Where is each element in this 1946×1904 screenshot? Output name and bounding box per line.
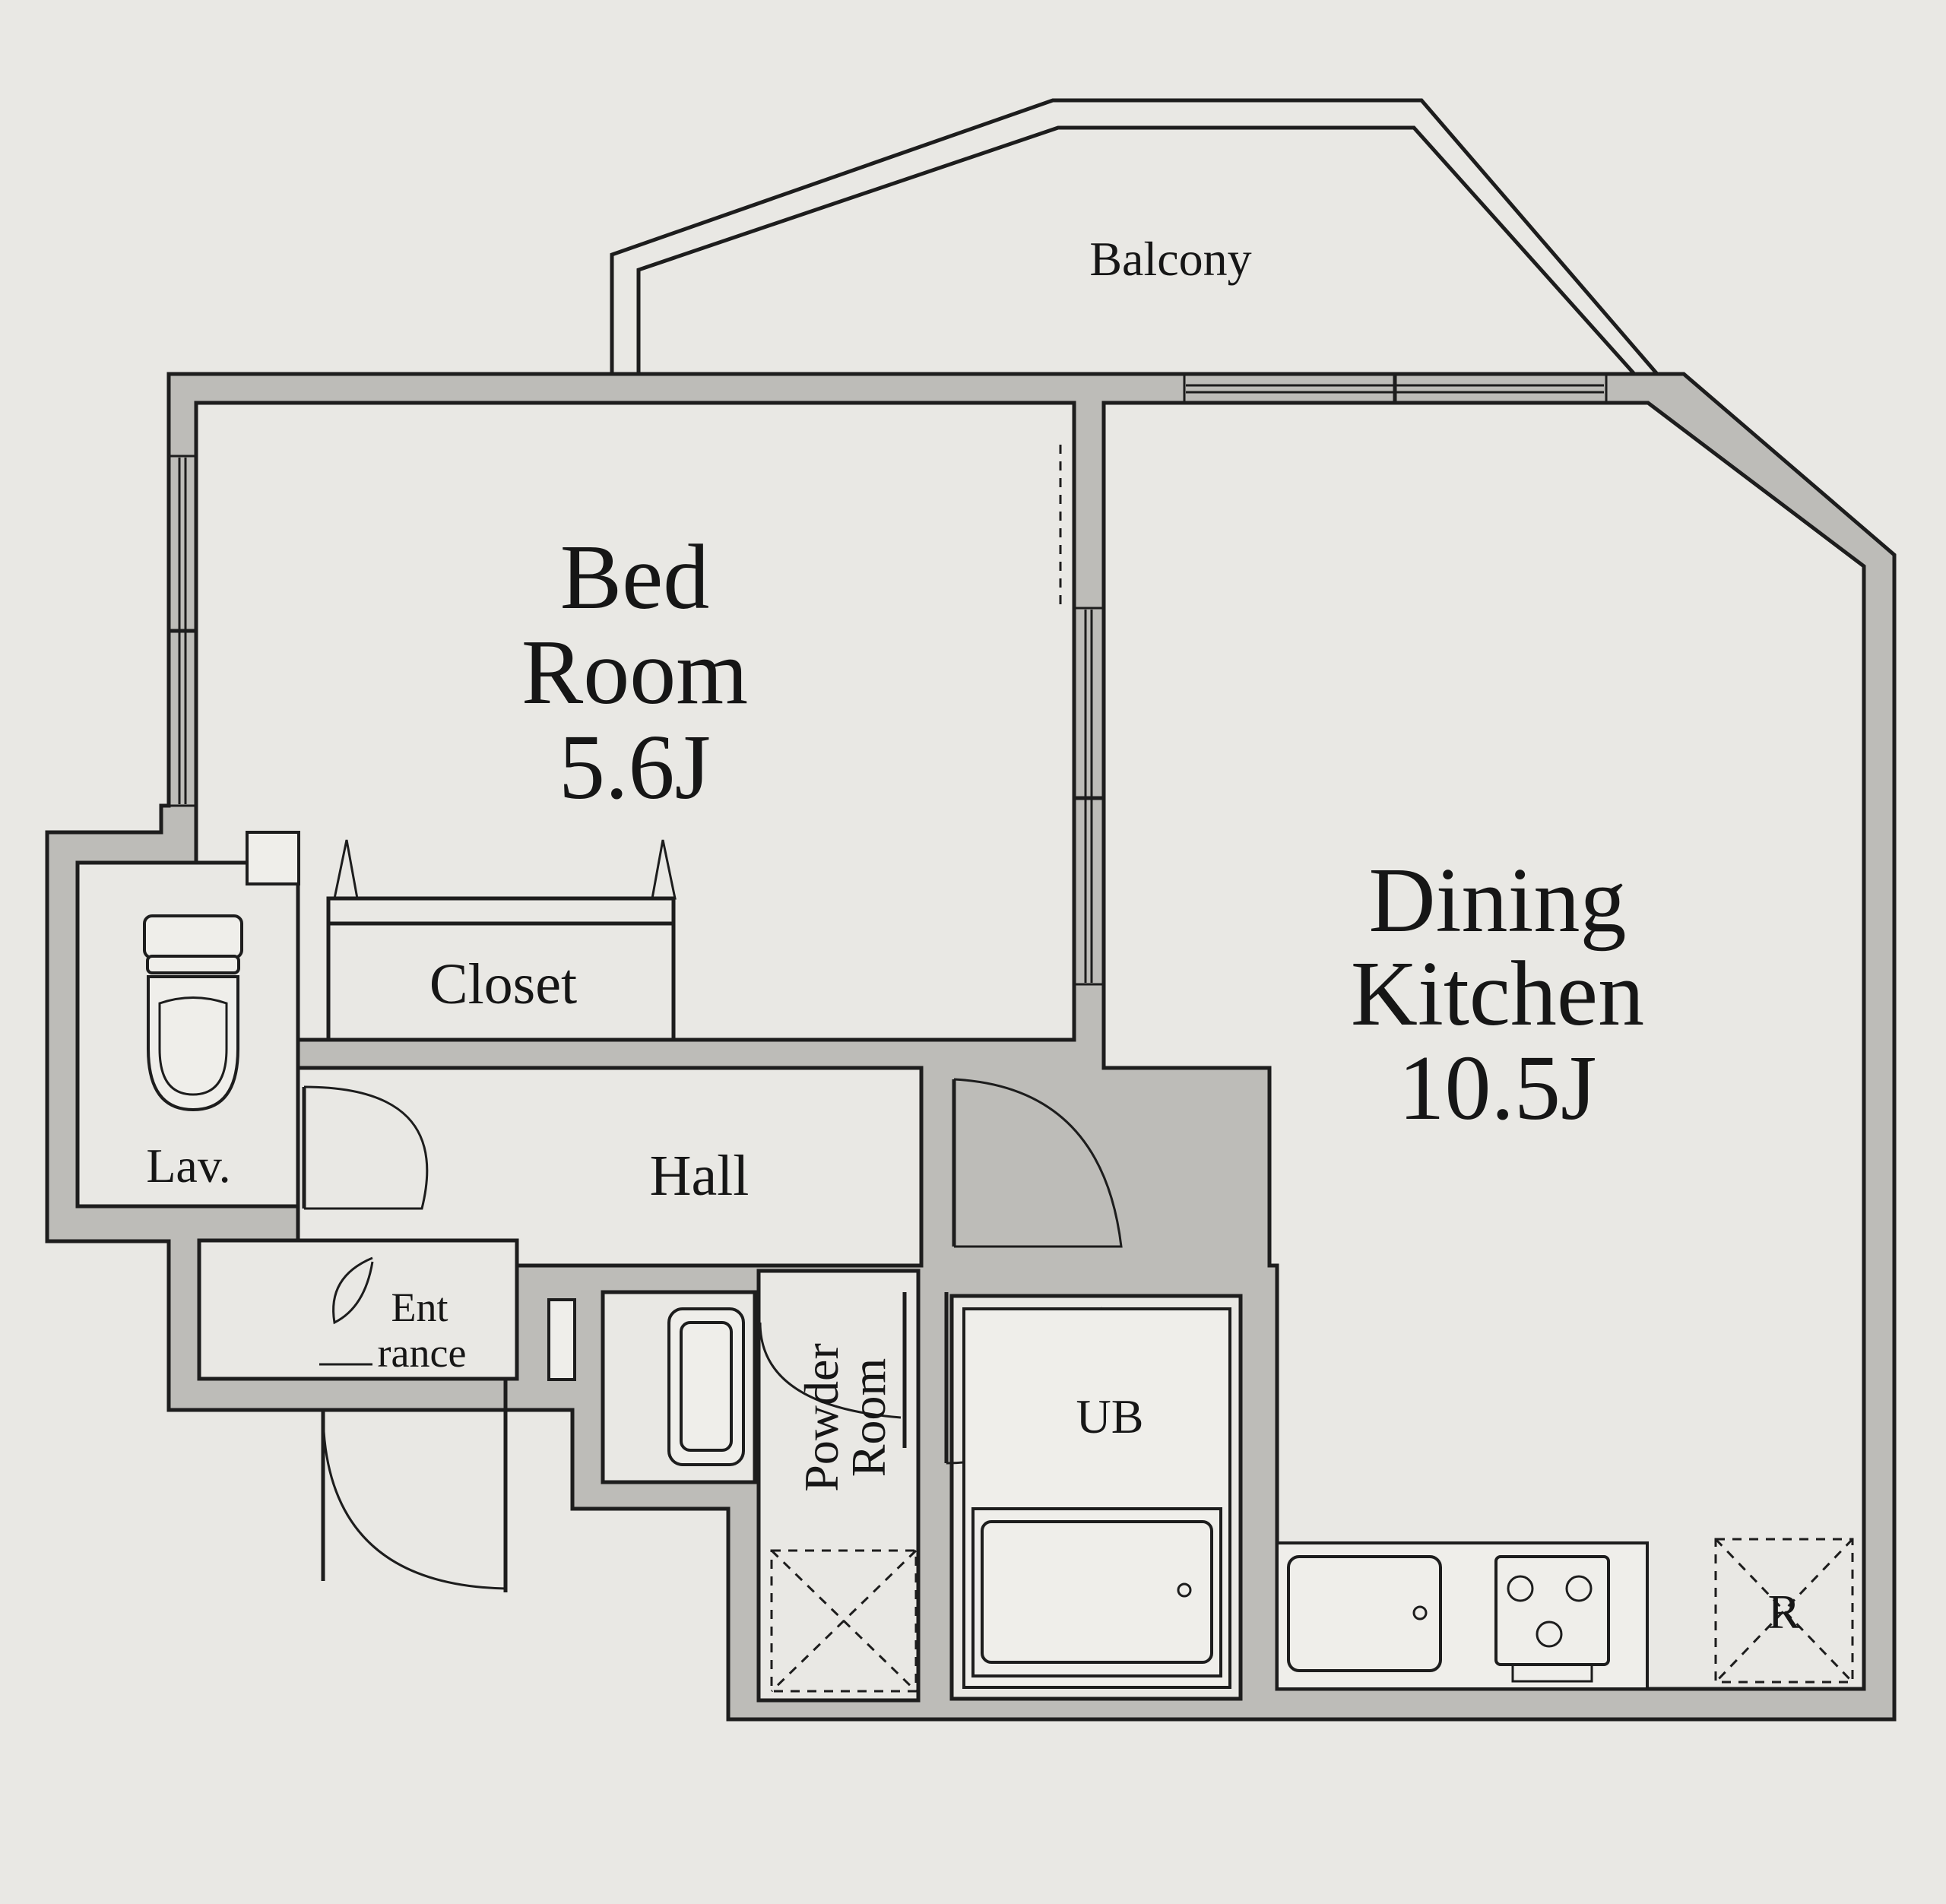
dining-kitchen-area: 10.5J — [1399, 1037, 1597, 1139]
dining-kitchen-floor — [1101, 401, 1866, 1691]
unit-bath-fixtures — [962, 1307, 1231, 1689]
windows — [167, 372, 1608, 986]
door-swings — [302, 1078, 1123, 1592]
entrance-label-line1: Ent — [391, 1285, 448, 1330]
refrigerator-label: R — [1768, 1585, 1801, 1639]
balcony-railing — [610, 98, 1659, 375]
bedroom-label-line2: Room — [521, 621, 748, 724]
powder-room-drain — [770, 1549, 918, 1693]
bedroom-area: 5.6J — [559, 716, 711, 819]
bedroom-label-line1: Bed — [560, 526, 710, 629]
dining-kitchen-label-line1: Dining — [1369, 849, 1627, 952]
hall-label: Hall — [650, 1144, 750, 1208]
powder-room-label-line2: Room — [841, 1358, 895, 1477]
entrance-floor — [197, 1238, 519, 1381]
closet-fixtures — [246, 831, 677, 926]
balcony-label: Balcony — [1089, 232, 1251, 286]
kitchen-counter — [1276, 1541, 1649, 1690]
refrigerator-space — [1714, 1538, 1854, 1684]
unit-bath-label: UB — [1076, 1389, 1144, 1443]
washroom-fixtures — [667, 1307, 745, 1466]
hall-floor — [296, 1066, 924, 1268]
entrance-label-line2: rance — [378, 1330, 467, 1376]
toilet-fixture — [143, 914, 243, 1112]
closet-label: Closet — [429, 952, 577, 1016]
lavatory-label: Lav. — [146, 1139, 230, 1193]
powder-room-floor — [756, 1269, 921, 1703]
powder-room-label-line1: Powder — [794, 1343, 848, 1492]
room-labels: Balcony Bed Room 5.6J Dining Kitchen 10.… — [146, 232, 1800, 1639]
dining-kitchen-label-line2: Kitchen — [1351, 942, 1644, 1045]
